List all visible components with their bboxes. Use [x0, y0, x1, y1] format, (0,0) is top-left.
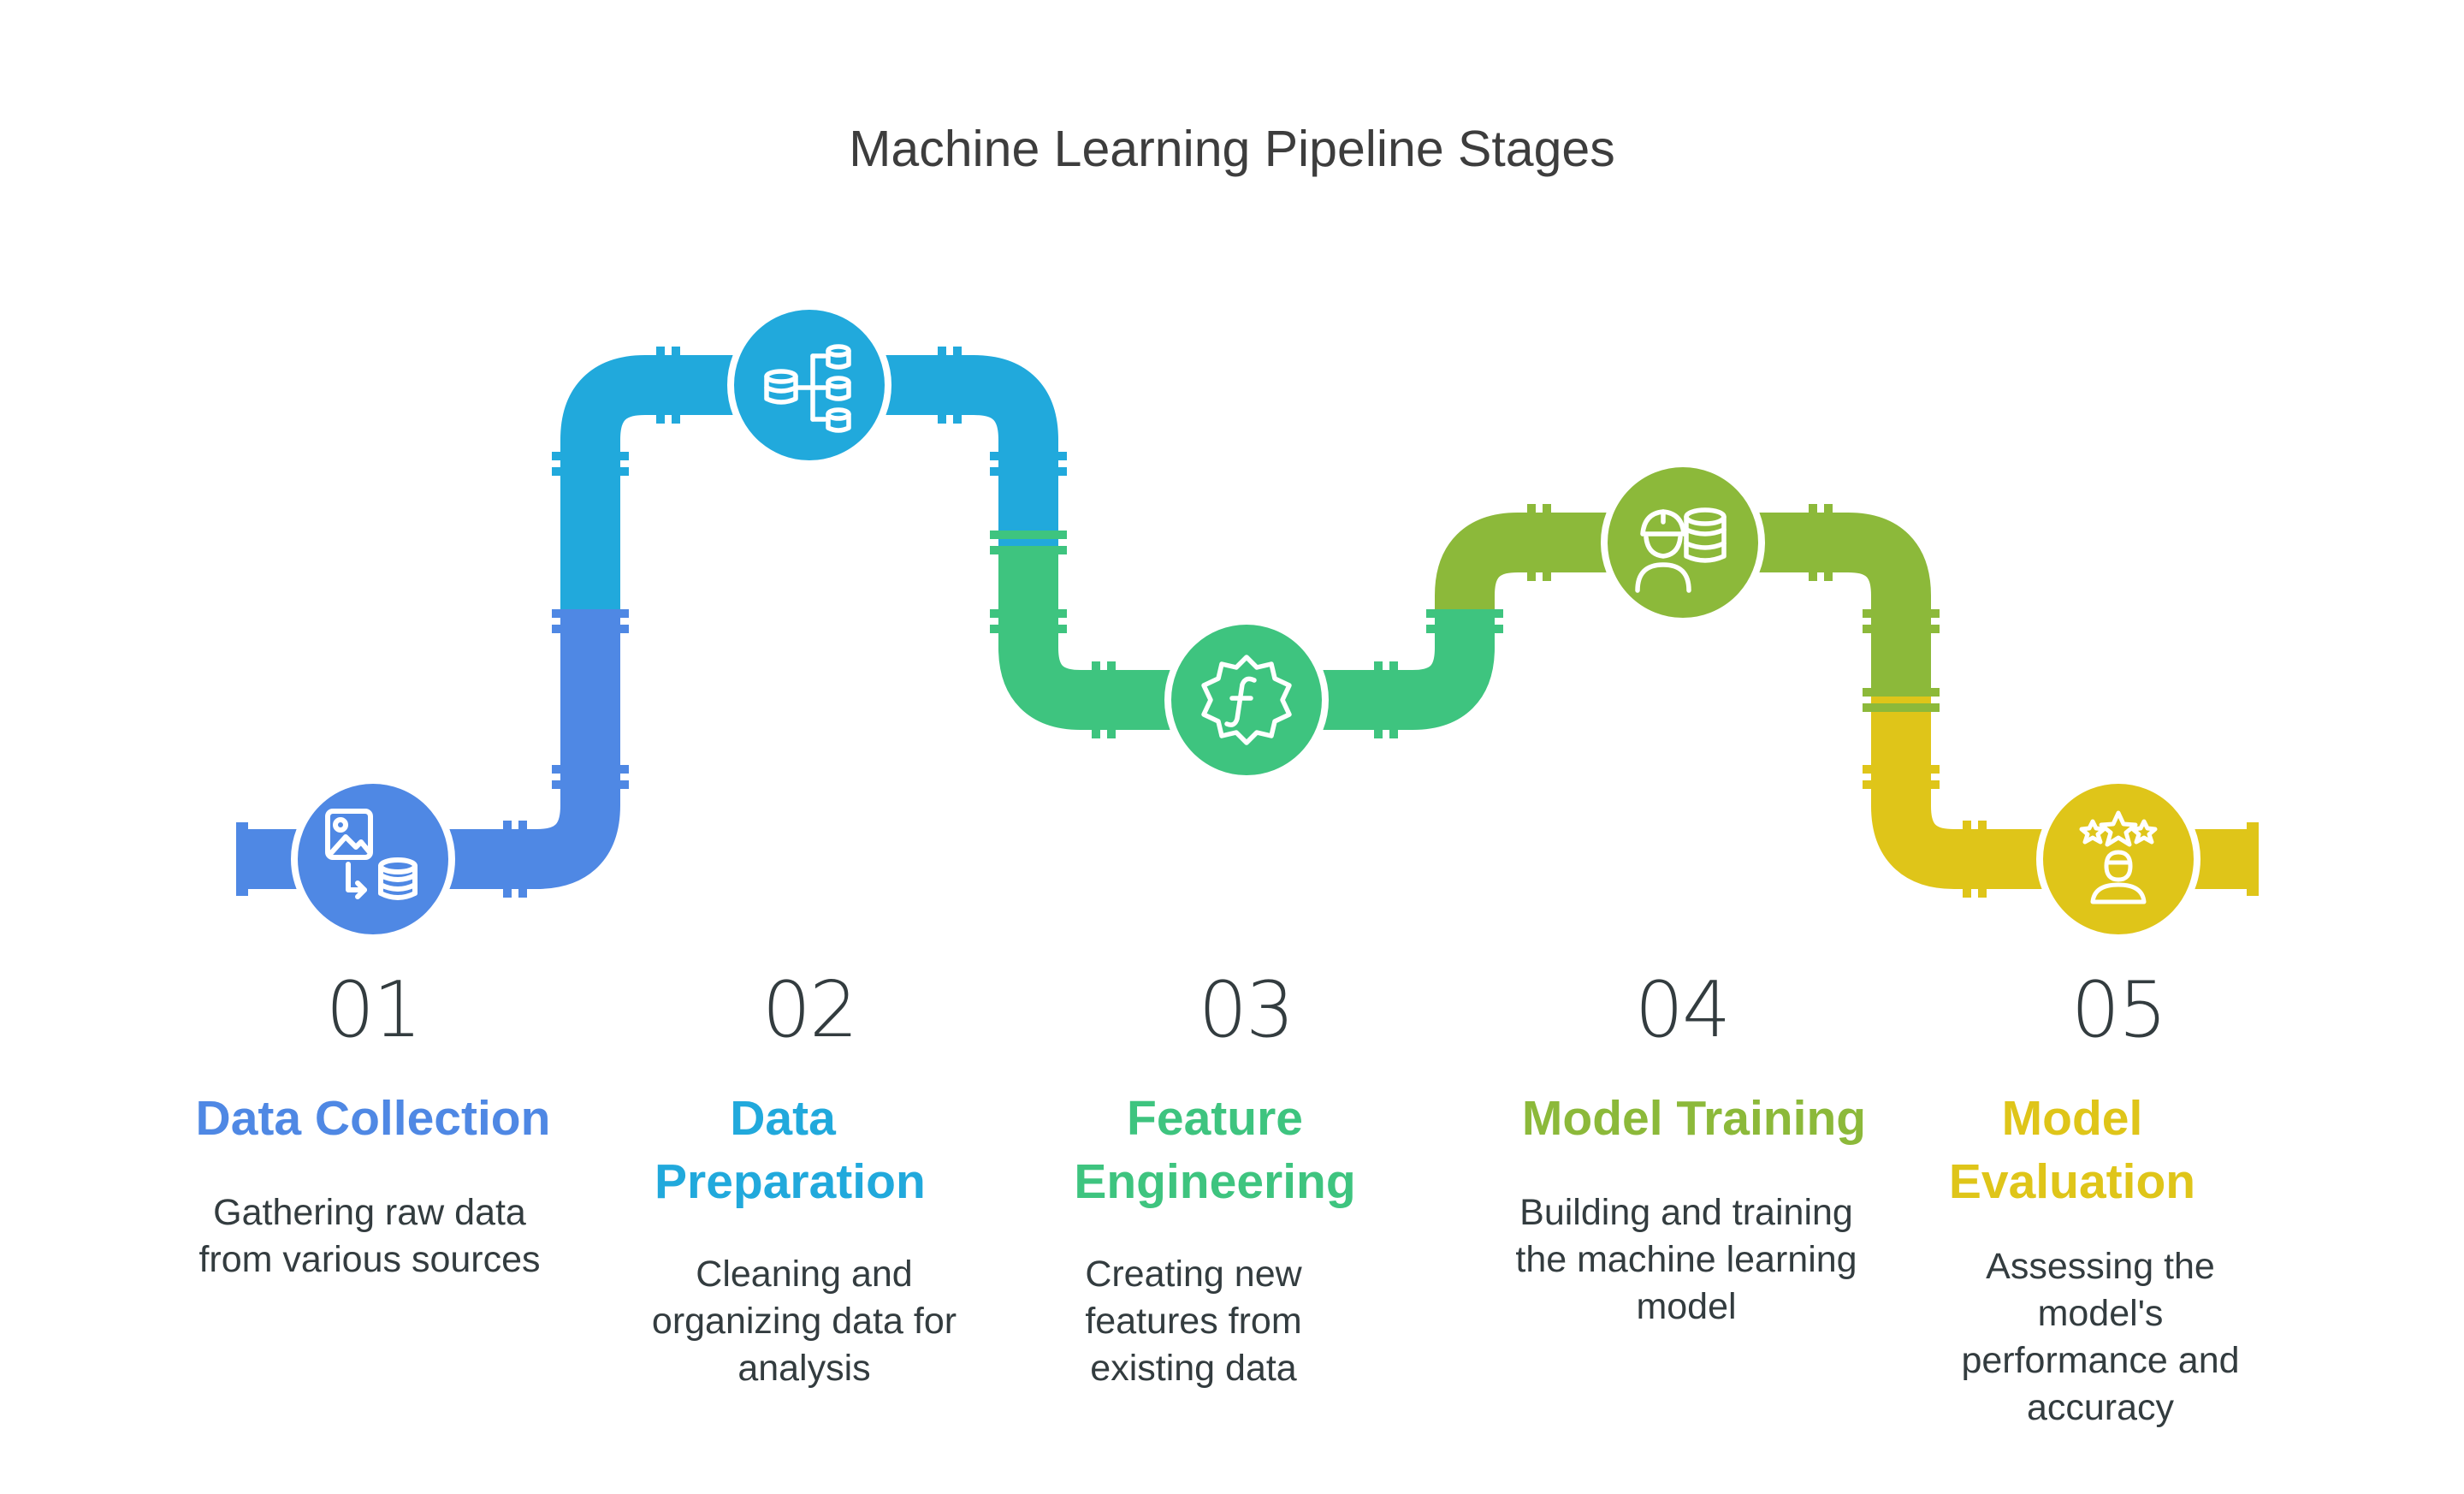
stage-description-02: Cleaning and organizing data for analysi… [651, 1254, 957, 1389]
stage-node-02 [727, 303, 891, 467]
pipe-start-cap [236, 822, 248, 896]
stage-heading-02: Data Preparation [654, 1091, 926, 1209]
pipe-end-cap [2247, 822, 2259, 896]
stage-number-04: 04 [1634, 965, 1732, 1055]
stage-number-02: 02 [761, 965, 859, 1055]
pipe-couplings-vertical [552, 452, 1940, 789]
pipe-segment-05 [1871, 693, 2250, 889]
stage-description-03: Creating new features from existing data [1085, 1254, 1302, 1389]
stage-heading-05: Model Evaluation [1948, 1091, 2196, 1209]
stage-number-01: 01 [325, 965, 423, 1055]
stage-description-01: Gathering raw data from various sources [198, 1192, 541, 1280]
stage-description-05: Assessing the model's performance and ac… [1961, 1246, 2240, 1428]
stage-heading-04: Model Training [1521, 1091, 1867, 1146]
stage-number-03: 03 [1198, 965, 1295, 1055]
stage-number-05: 05 [2070, 965, 2168, 1055]
image-to-database-icon [325, 809, 418, 900]
stars-person-icon [2079, 810, 2158, 904]
stage-node-04 [1601, 460, 1765, 625]
stage-description-04: Building and training the machine learni… [1515, 1192, 1857, 1327]
pipe-segment-01 [244, 616, 620, 889]
engineer-database-icon [1635, 507, 1727, 593]
pipe-couplings-horizontal [503, 347, 1987, 898]
stage-node-03 [1164, 618, 1329, 782]
database-hierarchy-icon [764, 344, 851, 433]
stage-node-05 [2036, 777, 2200, 941]
stage-node-01 [291, 777, 455, 941]
page-title: Machine Learning Pipeline Stages [849, 121, 1615, 177]
function-gear-icon [1201, 655, 1292, 745]
stage-heading-03: Feature Engineering [1074, 1091, 1356, 1209]
stage-heading-01: Data Collection [195, 1091, 551, 1146]
